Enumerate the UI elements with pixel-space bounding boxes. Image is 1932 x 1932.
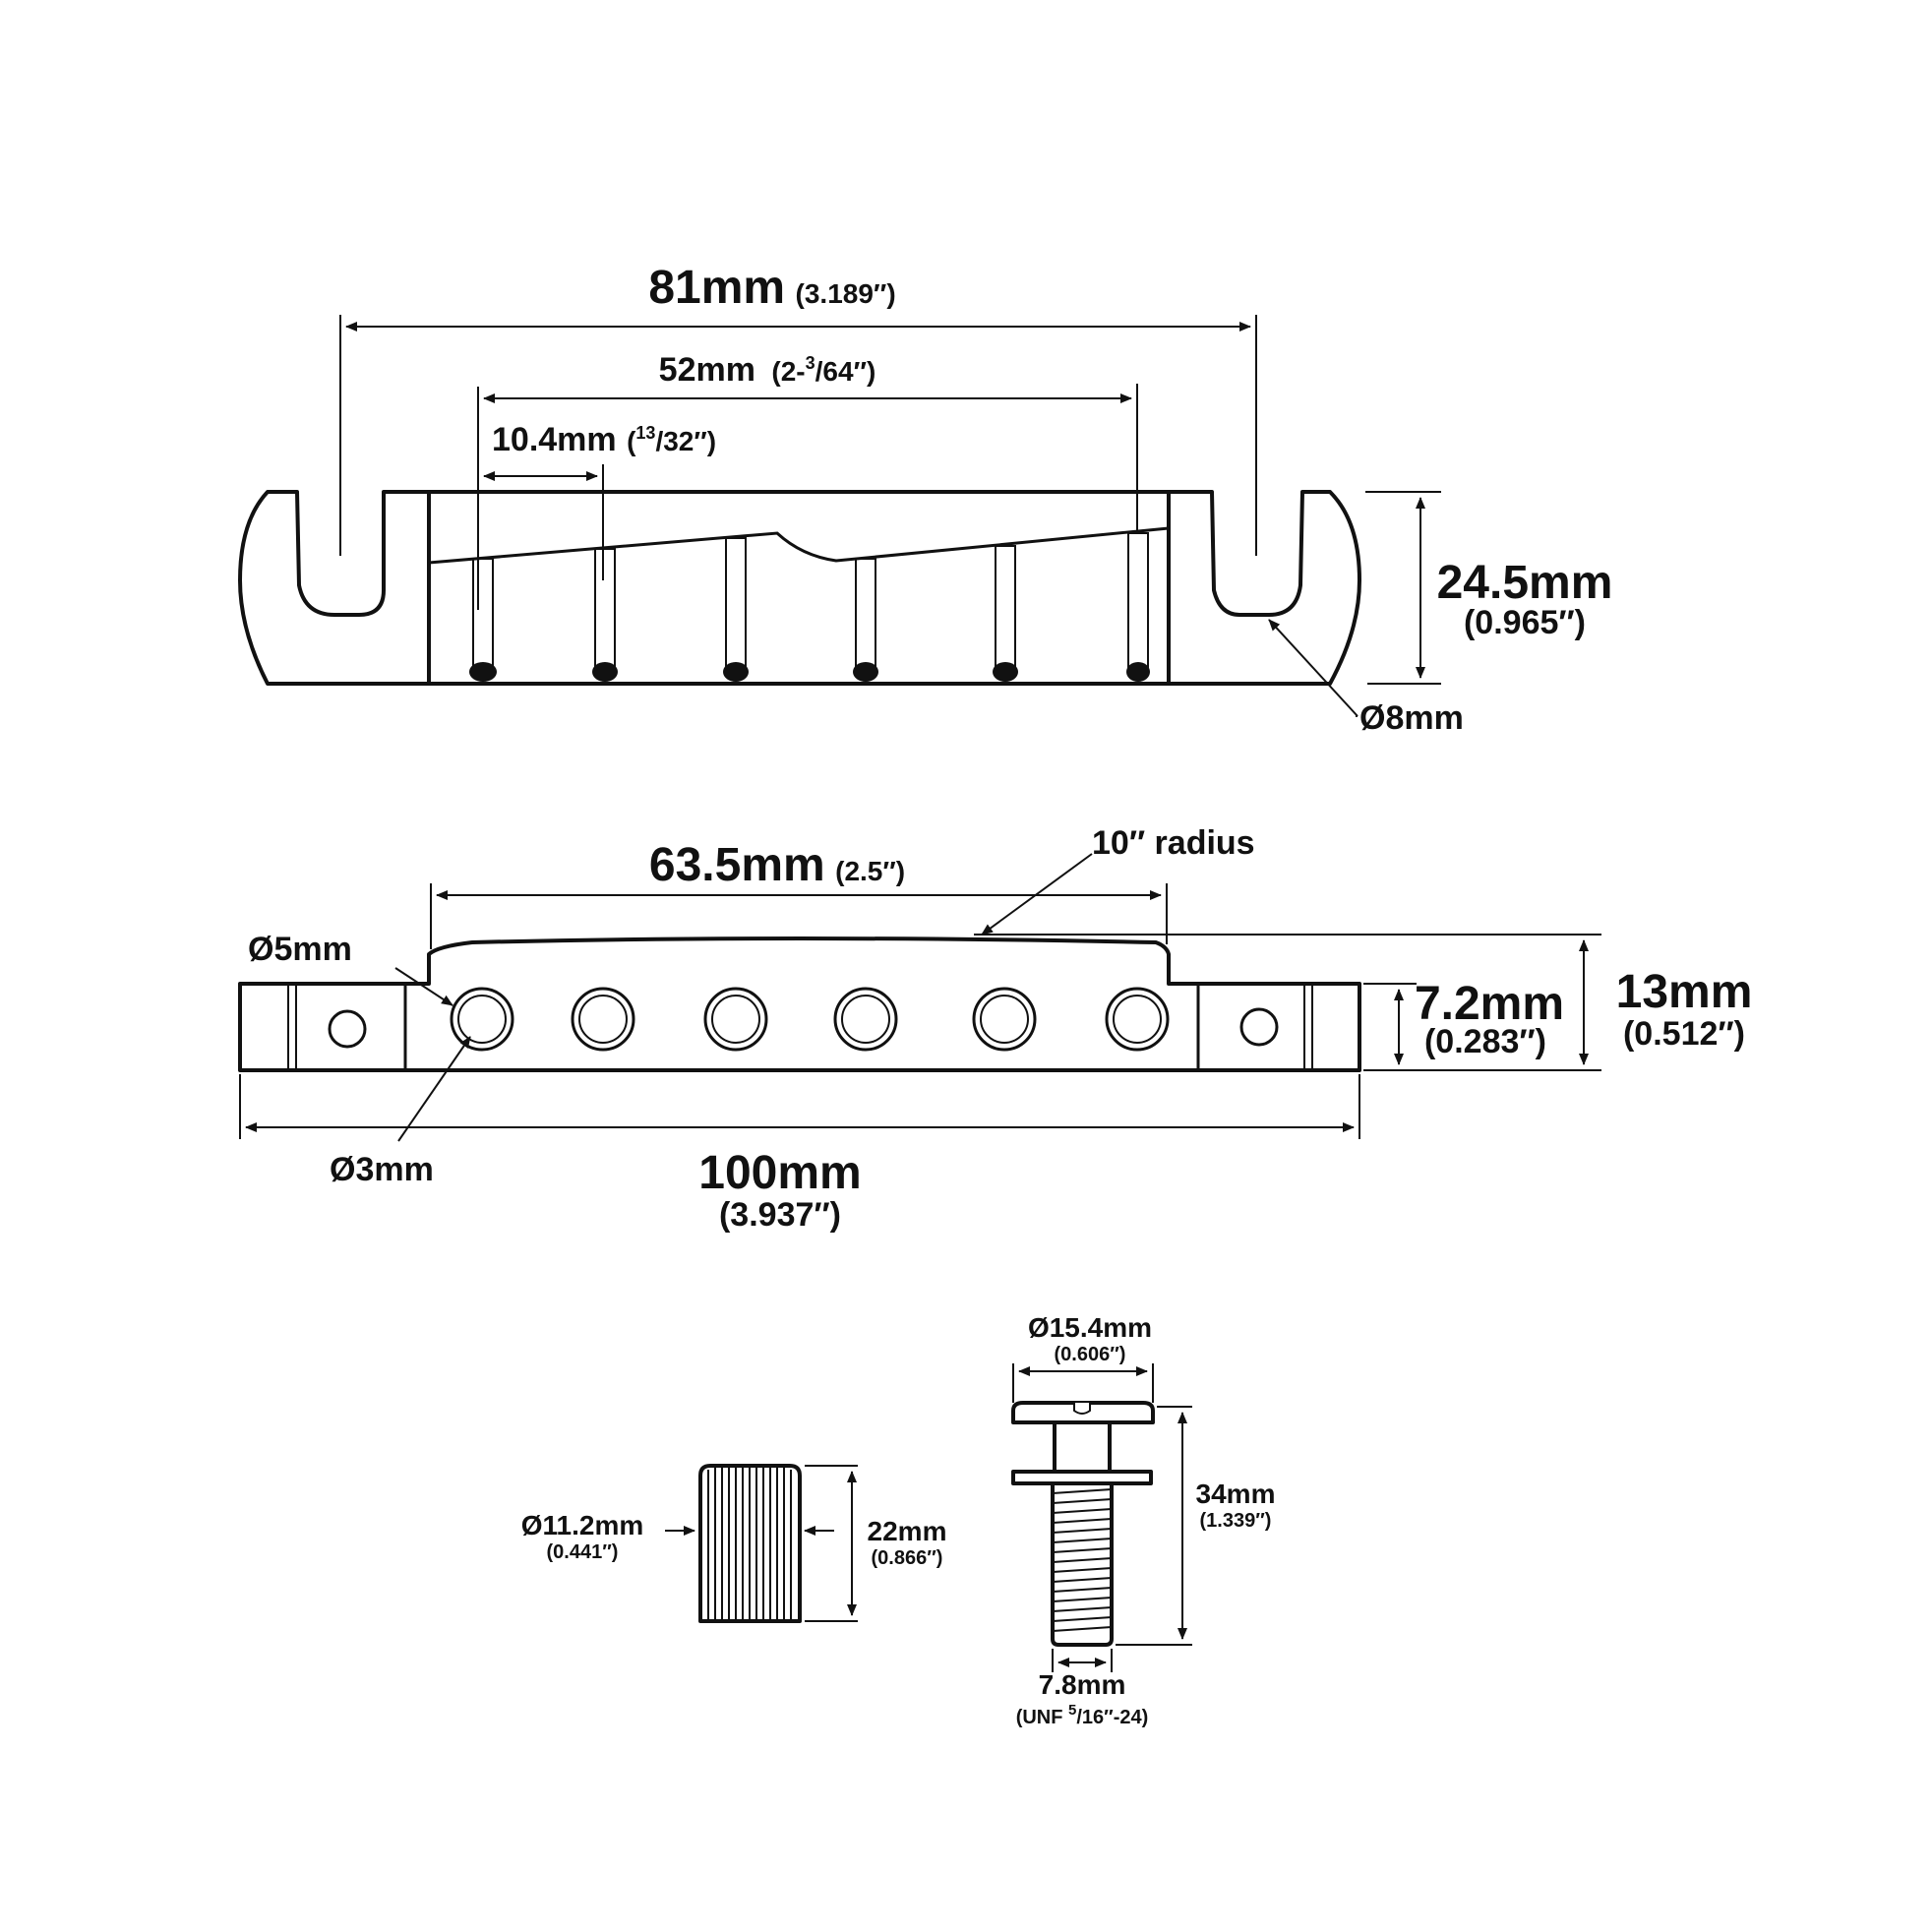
stud-head-diameter-label: Ø15.4mm	[1028, 1312, 1152, 1343]
insert-diameter-label: Ø11.2mm	[521, 1510, 644, 1540]
depth-imperial-label: (0.965″)	[1464, 604, 1586, 641]
total-height-imperial-label: (0.512″)	[1623, 1015, 1745, 1053]
inner-hole-diameter-label: Ø3mm	[330, 1151, 434, 1188]
slot-diameter-label: Ø8mm	[1359, 699, 1464, 737]
string-hole	[972, 987, 1037, 1052]
body-height-label: 7.2mm	[1415, 978, 1564, 1030]
string-hole	[703, 987, 768, 1052]
string-post	[592, 548, 618, 682]
insert-length-label: 22mm	[868, 1516, 947, 1546]
overall-width-label: 81mm (3.189″)	[648, 262, 895, 314]
post-insert: Ø11.2mm (0.441″) 22mm (0.866″)	[521, 1464, 947, 1623]
front-view-profile	[238, 936, 1361, 1072]
string-hole	[571, 987, 635, 1052]
depth-label: 24.5mm	[1437, 557, 1613, 609]
front-view-string-holes	[450, 987, 1170, 1052]
string-post	[469, 558, 497, 682]
top-view-right-wing	[1167, 490, 1361, 686]
post-spacing-label: 52mm (2-3/64″)	[659, 351, 876, 389]
stud-thread-label: 7.8mm	[1039, 1669, 1126, 1700]
stud-thread-imperial-label: (UNF 5/16″-24)	[1016, 1702, 1149, 1728]
total-length-label: 100mm	[698, 1147, 861, 1199]
stud: Ø15.4mm (0.606″) 34mm (1.339″) 7.8mm (UN…	[1011, 1312, 1276, 1728]
total-length-imperial-label: (3.937″)	[719, 1196, 841, 1234]
front-view-right-stud-hole	[1239, 1007, 1279, 1047]
string-post	[853, 558, 878, 682]
front-view-left-stud-hole	[328, 1009, 367, 1049]
top-view-body	[427, 490, 1171, 686]
stud-head-diameter-imperial-label: (0.606″)	[1055, 1344, 1126, 1365]
string-hole	[833, 987, 898, 1052]
string-hole	[1105, 987, 1170, 1052]
top-view-left-wing	[238, 490, 431, 686]
string-hole	[450, 987, 514, 1052]
stud-length-label: 34mm	[1196, 1479, 1276, 1509]
insert-length-imperial-label: (0.866″)	[872, 1547, 943, 1569]
top-view: 81mm (3.189″) 52mm (2-3/64″) 10.4mm (13/…	[238, 262, 1613, 737]
top-view-intonation-edge	[428, 526, 1170, 565]
total-height-label: 13mm	[1616, 966, 1753, 1018]
body-height-imperial-label: (0.283″)	[1424, 1023, 1546, 1060]
stud-slot	[1073, 1403, 1091, 1415]
stud-thread-lines	[1052, 1488, 1113, 1632]
top-span-label: 63.5mm (2.5″)	[649, 839, 905, 891]
stud-thread	[1051, 1481, 1114, 1647]
stud-length-imperial-label: (1.339″)	[1200, 1510, 1272, 1532]
front-view: 63.5mm (2.5″) 10″ radius Ø5mm Ø3mm 7.2mm…	[238, 824, 1753, 1234]
string-spacing-label: 10.4mm (13/32″)	[492, 421, 716, 458]
string-hole-diameter-label: Ø5mm	[248, 931, 352, 968]
post-insert-knurling	[707, 1468, 792, 1619]
string-post	[993, 545, 1018, 682]
radius-label: 10″ radius	[1092, 824, 1255, 862]
string-post	[723, 537, 749, 682]
top-view-string-posts	[469, 532, 1150, 682]
string-post	[1126, 532, 1150, 682]
insert-diameter-imperial-label: (0.441″)	[547, 1541, 619, 1563]
stud-neck	[1053, 1420, 1112, 1478]
